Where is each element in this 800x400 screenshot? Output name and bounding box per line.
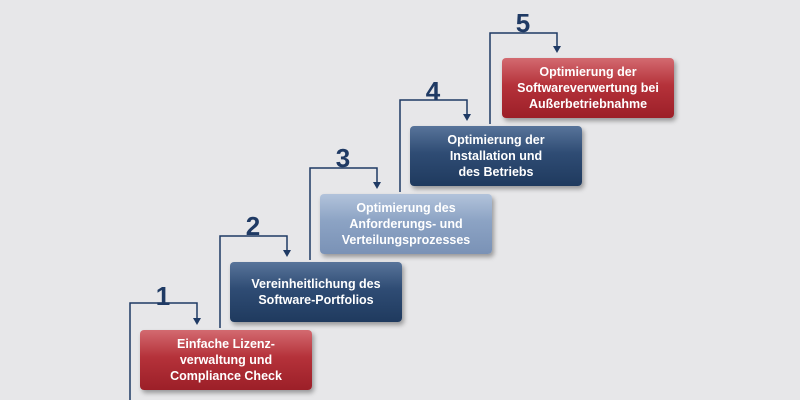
step-number-3: 3 bbox=[335, 143, 351, 173]
arrowhead-3 bbox=[373, 182, 381, 189]
connector-line-5 bbox=[489, 32, 558, 124]
connector-line-1 bbox=[129, 302, 198, 400]
arrowhead-2 bbox=[283, 250, 291, 257]
connector-line-2 bbox=[219, 235, 288, 328]
step-box-5: Optimierung der Softwareverwertung bei A… bbox=[502, 58, 674, 118]
step-number-4: 4 bbox=[425, 76, 441, 106]
step-number-1: 1 bbox=[155, 281, 171, 311]
step-box-2: Vereinheitlichung des Software-Portfolio… bbox=[230, 262, 402, 322]
step-box-4: Optimierung der Installation und des Bet… bbox=[410, 126, 582, 186]
arrowhead-5 bbox=[553, 46, 561, 53]
arrowhead-4 bbox=[463, 114, 471, 121]
step-box-1: Einfache Lizenz- verwaltung und Complian… bbox=[140, 330, 312, 390]
step-box-3: Optimierung des Anforderungs- und Vertei… bbox=[320, 194, 492, 254]
step-number-2: 2 bbox=[245, 211, 261, 241]
arrowhead-1 bbox=[193, 318, 201, 325]
connector-line-3 bbox=[309, 167, 378, 260]
step-number-5: 5 bbox=[515, 8, 531, 38]
connector-line-4 bbox=[399, 99, 468, 192]
